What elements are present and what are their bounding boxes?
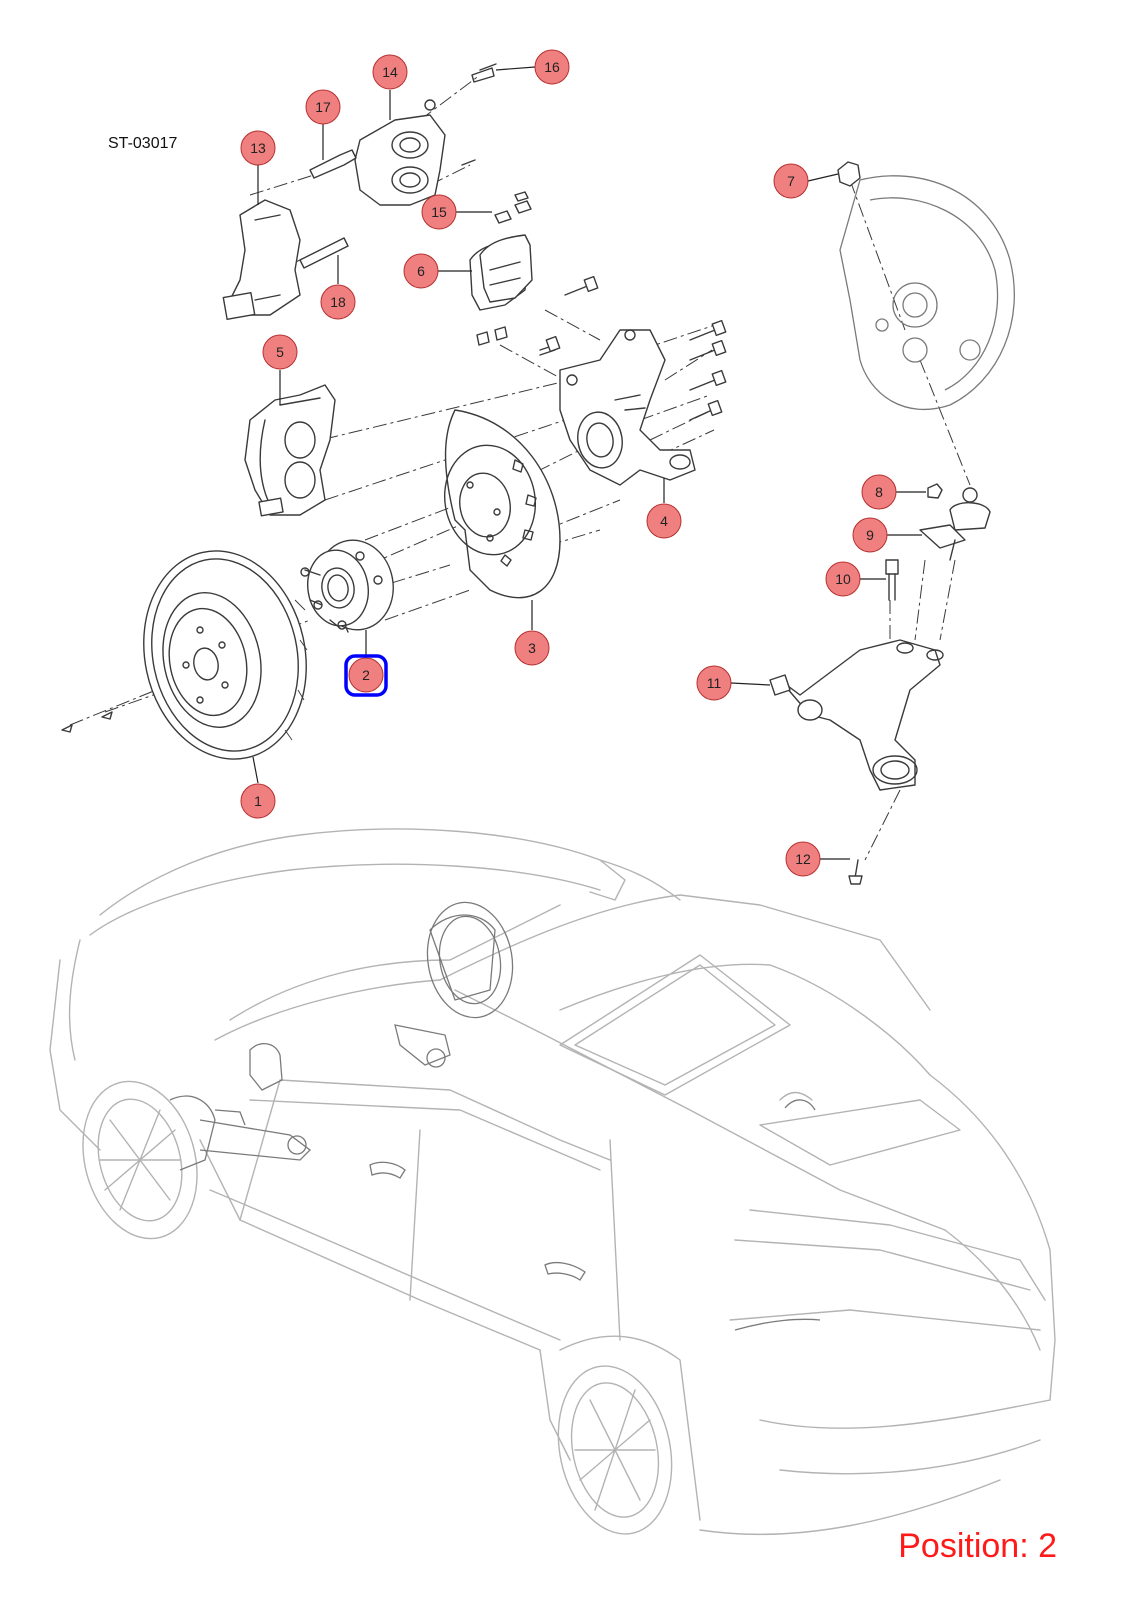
callout-3-label: 3	[528, 640, 536, 656]
callout-4-label: 4	[660, 513, 668, 529]
highlight-frame	[344, 654, 388, 697]
callout-14[interactable]: 14	[372, 54, 408, 90]
callout-2-label: 2	[362, 667, 370, 683]
callout-11[interactable]: 11	[696, 665, 732, 701]
brake-pads	[469, 234, 533, 346]
caliper-bracket	[222, 199, 301, 320]
callout-13[interactable]: 13	[240, 130, 276, 166]
callout-18[interactable]: 18	[320, 284, 356, 320]
callout-16-label: 16	[544, 59, 560, 75]
hub-nut	[837, 161, 861, 187]
wheel-hub-bearing	[300, 539, 394, 633]
bolt-lower	[848, 859, 863, 885]
callout-7[interactable]: 7	[773, 163, 809, 199]
callout-11-label: 11	[707, 675, 722, 691]
position-label: Position: 2	[898, 1527, 1057, 1565]
nut	[927, 483, 943, 499]
splash-shield	[443, 409, 561, 599]
knuckle-bolts	[539, 275, 727, 421]
callout-1-label: 1	[254, 793, 262, 809]
bleed-screw	[471, 63, 497, 83]
callout-10-label: 10	[835, 571, 851, 587]
callout-4[interactable]: 4	[646, 503, 682, 539]
callout-12[interactable]: 12	[785, 841, 821, 877]
callout-12-label: 12	[795, 851, 811, 867]
callout-5[interactable]: 5	[262, 334, 298, 370]
steering-knuckle	[559, 329, 696, 486]
guide-pins	[299, 149, 476, 269]
callout-13-label: 13	[250, 140, 266, 156]
knuckle-assembly-view	[839, 175, 1015, 410]
callout-6-label: 6	[417, 263, 425, 279]
callout-9[interactable]: 9	[852, 517, 888, 553]
callout-14-label: 14	[382, 64, 398, 80]
bolt	[885, 559, 899, 601]
callout-10[interactable]: 10	[825, 561, 861, 597]
callout-1[interactable]: 1	[240, 783, 276, 819]
callout-8[interactable]: 8	[861, 474, 897, 510]
callout-15[interactable]: 15	[421, 194, 457, 230]
lower-control-arm	[769, 639, 944, 791]
exploded-view	[61, 63, 1015, 885]
callout-7-label: 7	[787, 173, 795, 189]
caliper-housing	[354, 99, 446, 206]
callout-17[interactable]: 17	[305, 89, 341, 125]
ball-joint	[919, 487, 991, 561]
callout-16[interactable]: 16	[534, 49, 570, 85]
callout-5-label: 5	[276, 344, 284, 360]
reference-code: ST-03017	[108, 135, 177, 152]
callout-2[interactable]: 2	[348, 657, 384, 693]
vehicle-outline	[49, 828, 1056, 1536]
callout-18-label: 18	[330, 294, 346, 310]
brake-disc	[61, 550, 308, 760]
callout-6[interactable]: 6	[403, 253, 439, 289]
callout-15-label: 15	[431, 204, 447, 220]
callout-9-label: 9	[866, 527, 874, 543]
callout-17-label: 17	[315, 99, 331, 115]
leader-lines	[252, 66, 926, 860]
callout-8-label: 8	[875, 484, 883, 500]
brake-caliper-assembly	[244, 384, 336, 517]
callout-3[interactable]: 3	[514, 630, 550, 666]
pad-clips	[494, 191, 532, 224]
